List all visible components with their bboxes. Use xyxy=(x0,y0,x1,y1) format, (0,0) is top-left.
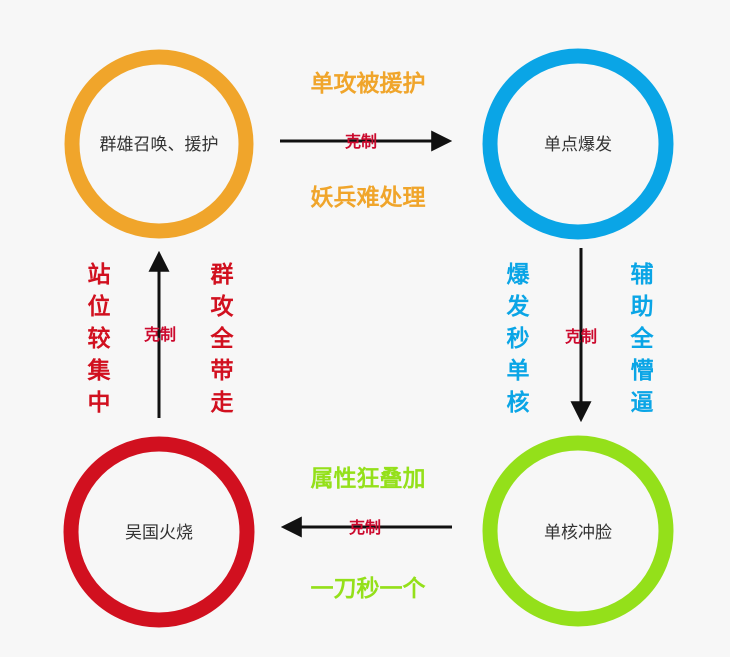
note-bottom-above: 属性狂叠加 xyxy=(311,466,426,492)
node-label-top-right: 单点爆发 xyxy=(544,135,612,155)
node-ring-top-left xyxy=(64,49,254,239)
note-top-above: 单攻被援护 xyxy=(311,70,426,97)
node-ring-bottom-left xyxy=(63,436,255,628)
vertical-note-char: 位 xyxy=(88,293,111,320)
vertical-note-char: 全 xyxy=(210,325,235,352)
node-ring-bottom-right xyxy=(482,435,674,627)
vertical-note-char: 带 xyxy=(211,358,234,384)
node-label-bottom-left: 吴国火烧 xyxy=(125,523,193,543)
vertical-note-char: 集 xyxy=(87,357,112,384)
vertical-note-char: 秒 xyxy=(507,326,530,352)
note-top-below: 妖兵难处理 xyxy=(311,185,426,211)
edge-label-bottom: 克制 xyxy=(349,518,381,537)
vertical-note-char: 走 xyxy=(211,390,234,416)
edge-label-top: 克制 xyxy=(345,132,377,151)
vertical-note-char: 较 xyxy=(88,325,111,352)
edge-label-right: 克制 xyxy=(565,327,597,346)
note-left-outer: 站位较集中 xyxy=(87,262,112,416)
node-label-bottom-right: 单核冲脸 xyxy=(544,523,612,543)
note-bottom-below: 一刀秒一个 xyxy=(311,576,427,602)
vertical-note-char: 全 xyxy=(630,325,655,352)
vertical-note-char: 辅 xyxy=(631,261,654,288)
vertical-note-char: 懵 xyxy=(631,358,654,384)
vertical-note-char: 单 xyxy=(507,358,530,384)
vertical-note-char: 中 xyxy=(88,390,111,416)
vertical-note-char: 爆 xyxy=(507,262,531,288)
edge-label-left: 克制 xyxy=(144,325,176,344)
vertical-note-char: 站 xyxy=(88,262,111,288)
node-ring-top-right xyxy=(482,48,674,240)
vertical-note-char: 群 xyxy=(210,261,234,288)
note-left-inner: 群攻全带走 xyxy=(210,261,235,416)
vertical-note-char: 逼 xyxy=(631,390,654,416)
vertical-note-char: 助 xyxy=(631,293,654,320)
vertical-note-char: 发 xyxy=(506,293,530,320)
note-right-inner: 爆发秒单核 xyxy=(506,262,531,416)
note-right-outer: 辅助全懵逼 xyxy=(630,261,655,416)
node-label-top-left: 群雄召唤、援护 xyxy=(100,135,219,155)
vertical-note-char: 攻 xyxy=(211,293,235,320)
vertical-note-char: 核 xyxy=(507,389,530,416)
